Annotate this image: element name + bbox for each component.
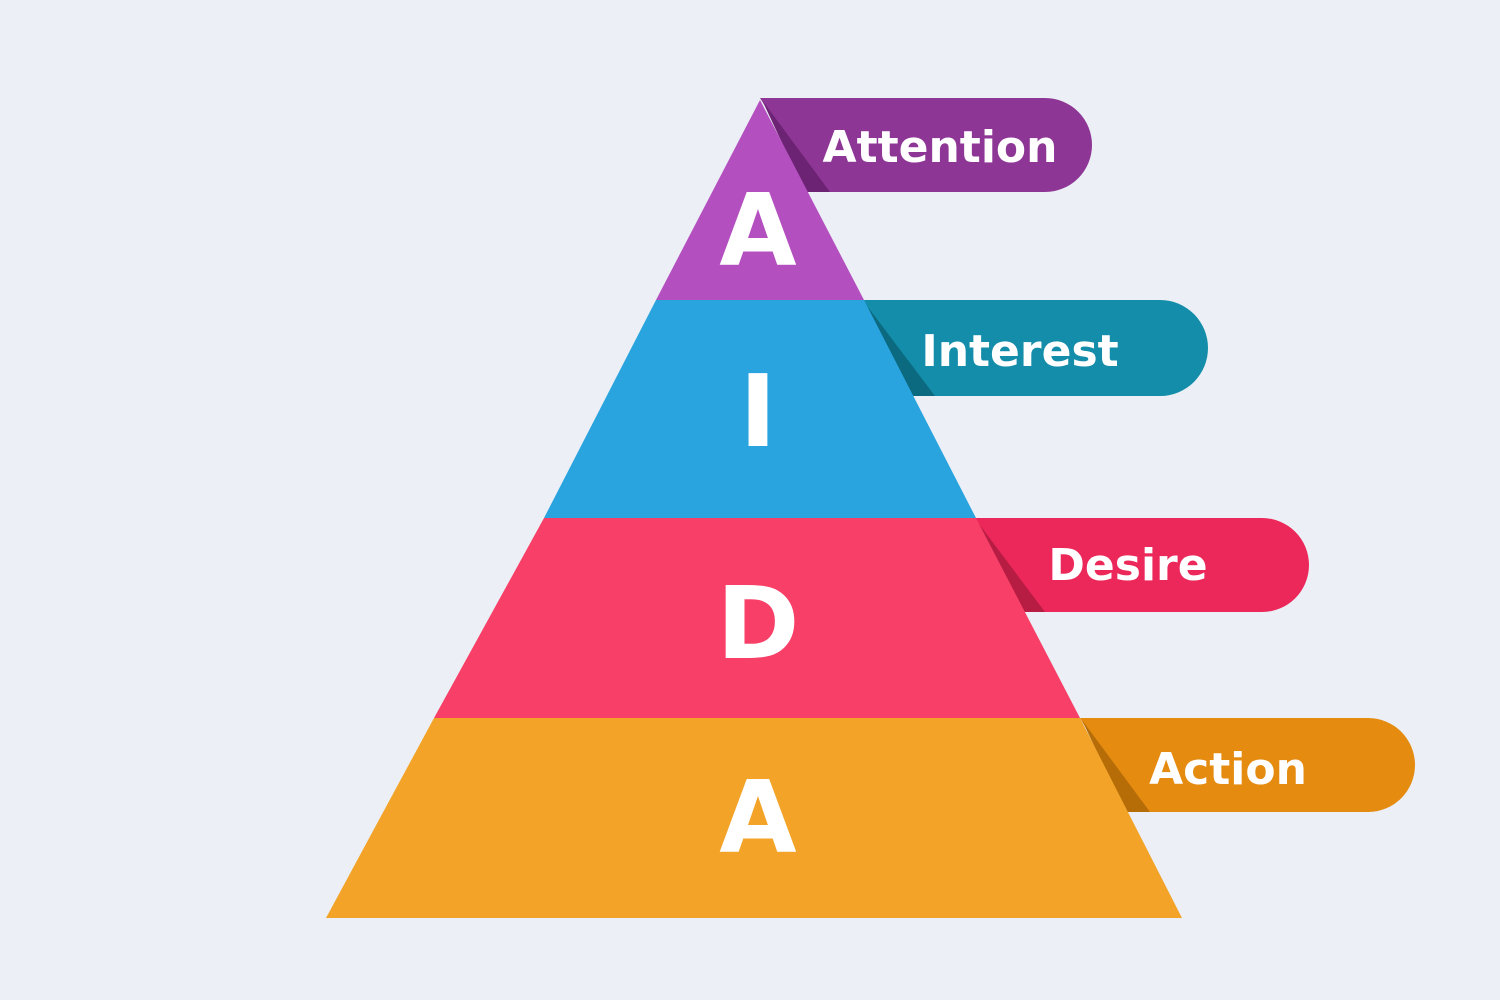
tag-attention-body (760, 98, 1092, 192)
tag-action-fold (1082, 720, 1150, 812)
letter-interest: I (739, 353, 776, 470)
band-interest (544, 300, 976, 518)
band-attention (656, 100, 864, 300)
tag-desire-fold (976, 520, 1045, 612)
letters-layer: A I D A (716, 172, 799, 876)
tags-layer: Attention Interest Desire Action (760, 98, 1415, 812)
tag-interest: Interest (862, 300, 1208, 396)
tag-desire-body (974, 518, 1309, 612)
tag-interest-fold (864, 302, 935, 396)
letter-desire: D (716, 565, 799, 682)
tag-attention: Attention (760, 98, 1092, 192)
letter-action: A (719, 759, 796, 876)
letter-attention: A (719, 172, 796, 289)
tag-attention-fold (762, 100, 830, 192)
tag-desire: Desire (974, 518, 1309, 612)
band-action (326, 718, 1182, 918)
band-desire (434, 518, 1080, 718)
tag-action-body (1080, 718, 1415, 812)
tag-interest-label: Interest (921, 326, 1118, 377)
pyramid (326, 100, 1182, 918)
tag-action-label: Action (1149, 744, 1307, 795)
tag-desire-label: Desire (1048, 540, 1207, 591)
tag-action: Action (1080, 718, 1415, 812)
tag-attention-label: Attention (823, 122, 1058, 173)
tag-interest-body (862, 300, 1208, 396)
